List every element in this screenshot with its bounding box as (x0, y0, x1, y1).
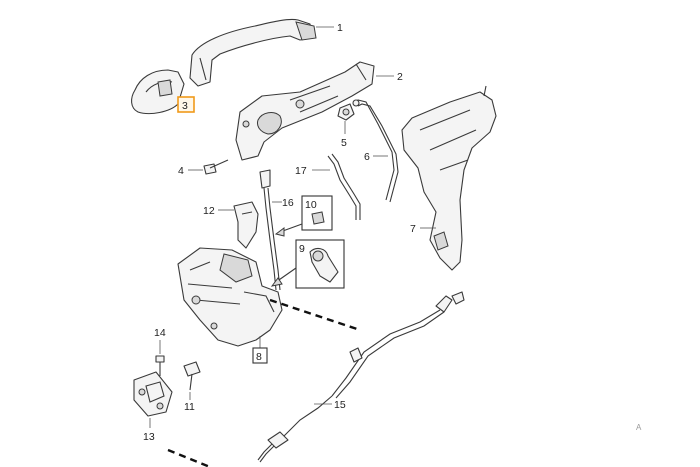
callout-10[interactable]: 10 (305, 199, 317, 211)
callout-4[interactable]: 4 (178, 165, 184, 177)
callout-6[interactable]: 6 (364, 151, 370, 163)
outer-handle-part[interactable] (189, 18, 317, 87)
cover-part-7[interactable] (401, 85, 497, 271)
callout-13[interactable]: 13 (143, 431, 155, 443)
reference-line-lower (167, 448, 211, 467)
detail-box-10[interactable] (301, 195, 333, 231)
rod-part-6[interactable] (352, 99, 399, 203)
callout-7[interactable]: 7 (410, 223, 416, 235)
callout-12[interactable]: 12 (203, 205, 215, 217)
clip-part-5[interactable] (337, 103, 355, 121)
callout-8-box (252, 347, 268, 364)
callout-15[interactable]: 15 (334, 399, 346, 411)
callout-5[interactable]: 5 (341, 137, 347, 149)
callout-1[interactable]: 1 (337, 22, 343, 34)
handle-carrier-part[interactable] (235, 61, 375, 161)
reference-line-upper (269, 298, 361, 332)
cable-part-15[interactable] (257, 291, 465, 463)
cable-part-16[interactable] (259, 169, 281, 291)
handle-cap-part[interactable] (131, 69, 185, 115)
screw-part-11[interactable] (183, 361, 201, 391)
striker-plate-part-13[interactable] (133, 371, 173, 417)
detail-box-9[interactable] (295, 239, 345, 289)
watermark-mark: A (636, 423, 642, 432)
screw-part-4[interactable] (203, 159, 229, 175)
callout-14[interactable]: 14 (154, 327, 166, 339)
callout-9[interactable]: 9 (299, 243, 305, 255)
callout-3-highlight-box (177, 96, 195, 113)
lock-module-part-8[interactable] (177, 247, 283, 347)
wire-part-17[interactable] (327, 153, 361, 220)
callout-8[interactable]: 8 (256, 351, 262, 363)
screw-part-14[interactable] (155, 355, 165, 376)
callout-3[interactable]: 3 (182, 100, 188, 112)
bracket-part-12[interactable] (233, 201, 259, 249)
callout-2[interactable]: 2 (397, 71, 403, 83)
callout-17[interactable]: 17 (295, 165, 307, 177)
callout-11[interactable]: 11 (184, 401, 195, 413)
callout-16[interactable]: 16 (282, 197, 294, 209)
